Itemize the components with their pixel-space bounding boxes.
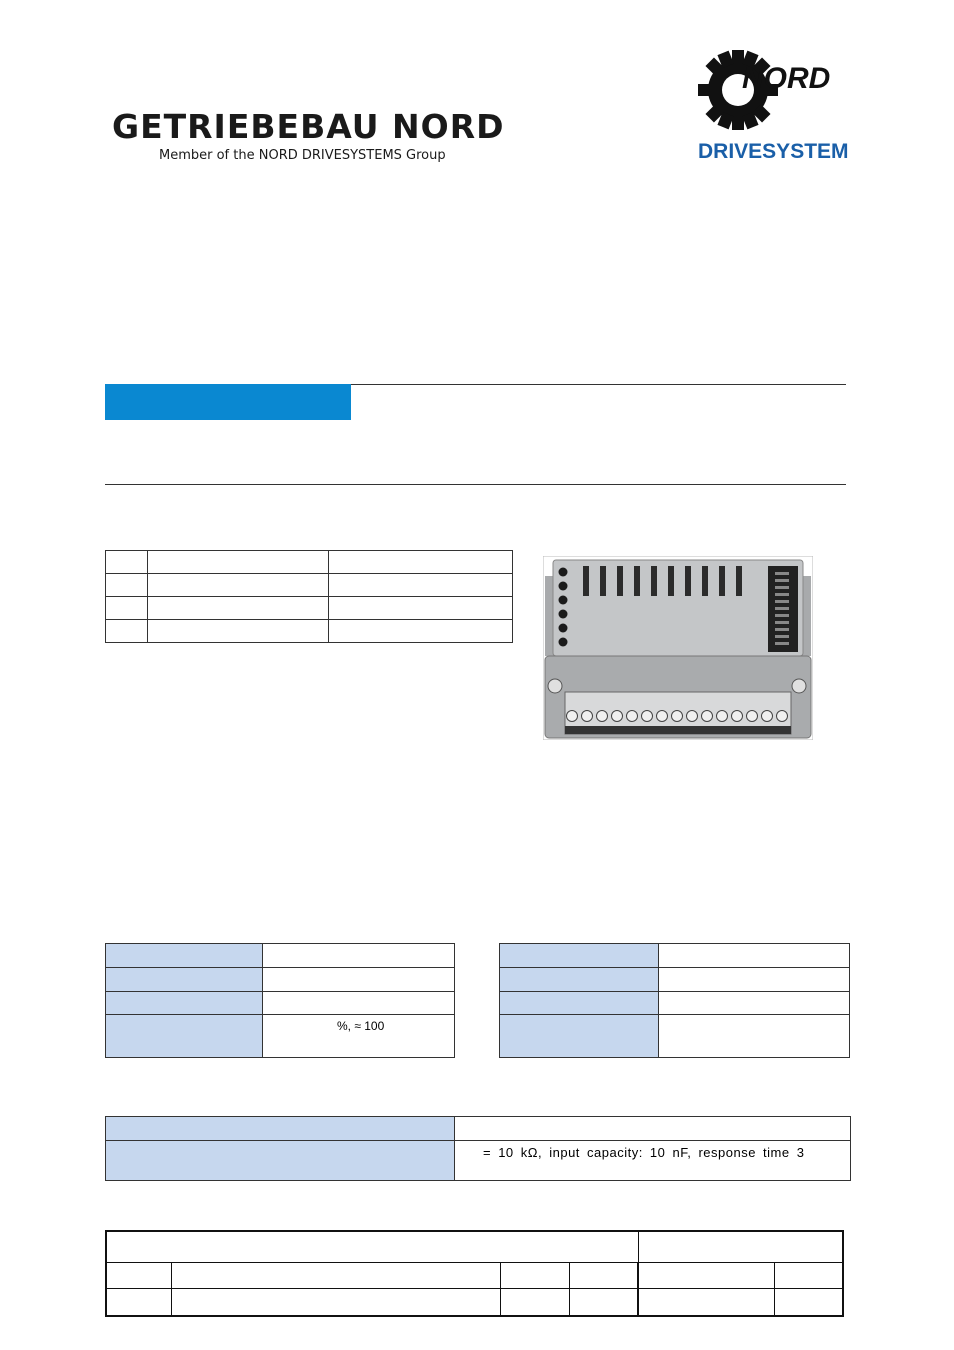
table-row: = 10 kΩ, input capacity: 10 nF, response… [105,1140,851,1181]
table-row [105,550,513,574]
table-row [105,991,455,1015]
table-row [105,1230,844,1263]
company-name: GETRIEBEBAU NORD [112,107,505,146]
spec-table-left: %, ≈ 100 [105,943,455,1058]
table-row [499,967,850,992]
table-row [499,943,850,968]
io-module-photo [543,556,813,740]
ident-table [105,550,513,643]
table-row [105,967,455,992]
spec-value: %, ≈ 100 [262,1014,455,1058]
gear-icon [698,50,778,130]
logo-wordmark: NORD [742,62,830,95]
title-rule-bottom [105,484,846,485]
title-rule-top [351,384,846,385]
table-row [105,1116,851,1141]
table-row [499,1014,850,1058]
table-row: %, ≈ 100 [105,1014,455,1058]
nord-logo: NORD DRIVESYSTEMS [698,50,848,163]
table-row [105,619,513,643]
table-row [105,596,513,620]
input-spec-value: = 10 kΩ, input capacity: 10 nF, response… [454,1140,851,1181]
table-row [499,991,850,1015]
input-spec-table: = 10 kΩ, input capacity: 10 nF, response… [105,1116,851,1181]
table-row [105,943,455,968]
table-row [105,1261,844,1289]
company-tagline: Member of the NORD DRIVESYSTEMS Group [159,148,446,163]
spec-table-right [499,943,850,1058]
logo-subtext: DRIVESYSTEMS [698,140,848,163]
table-row [105,1287,844,1317]
section-title-bar [105,384,351,420]
table-row [105,573,513,597]
revision-table [105,1230,844,1317]
